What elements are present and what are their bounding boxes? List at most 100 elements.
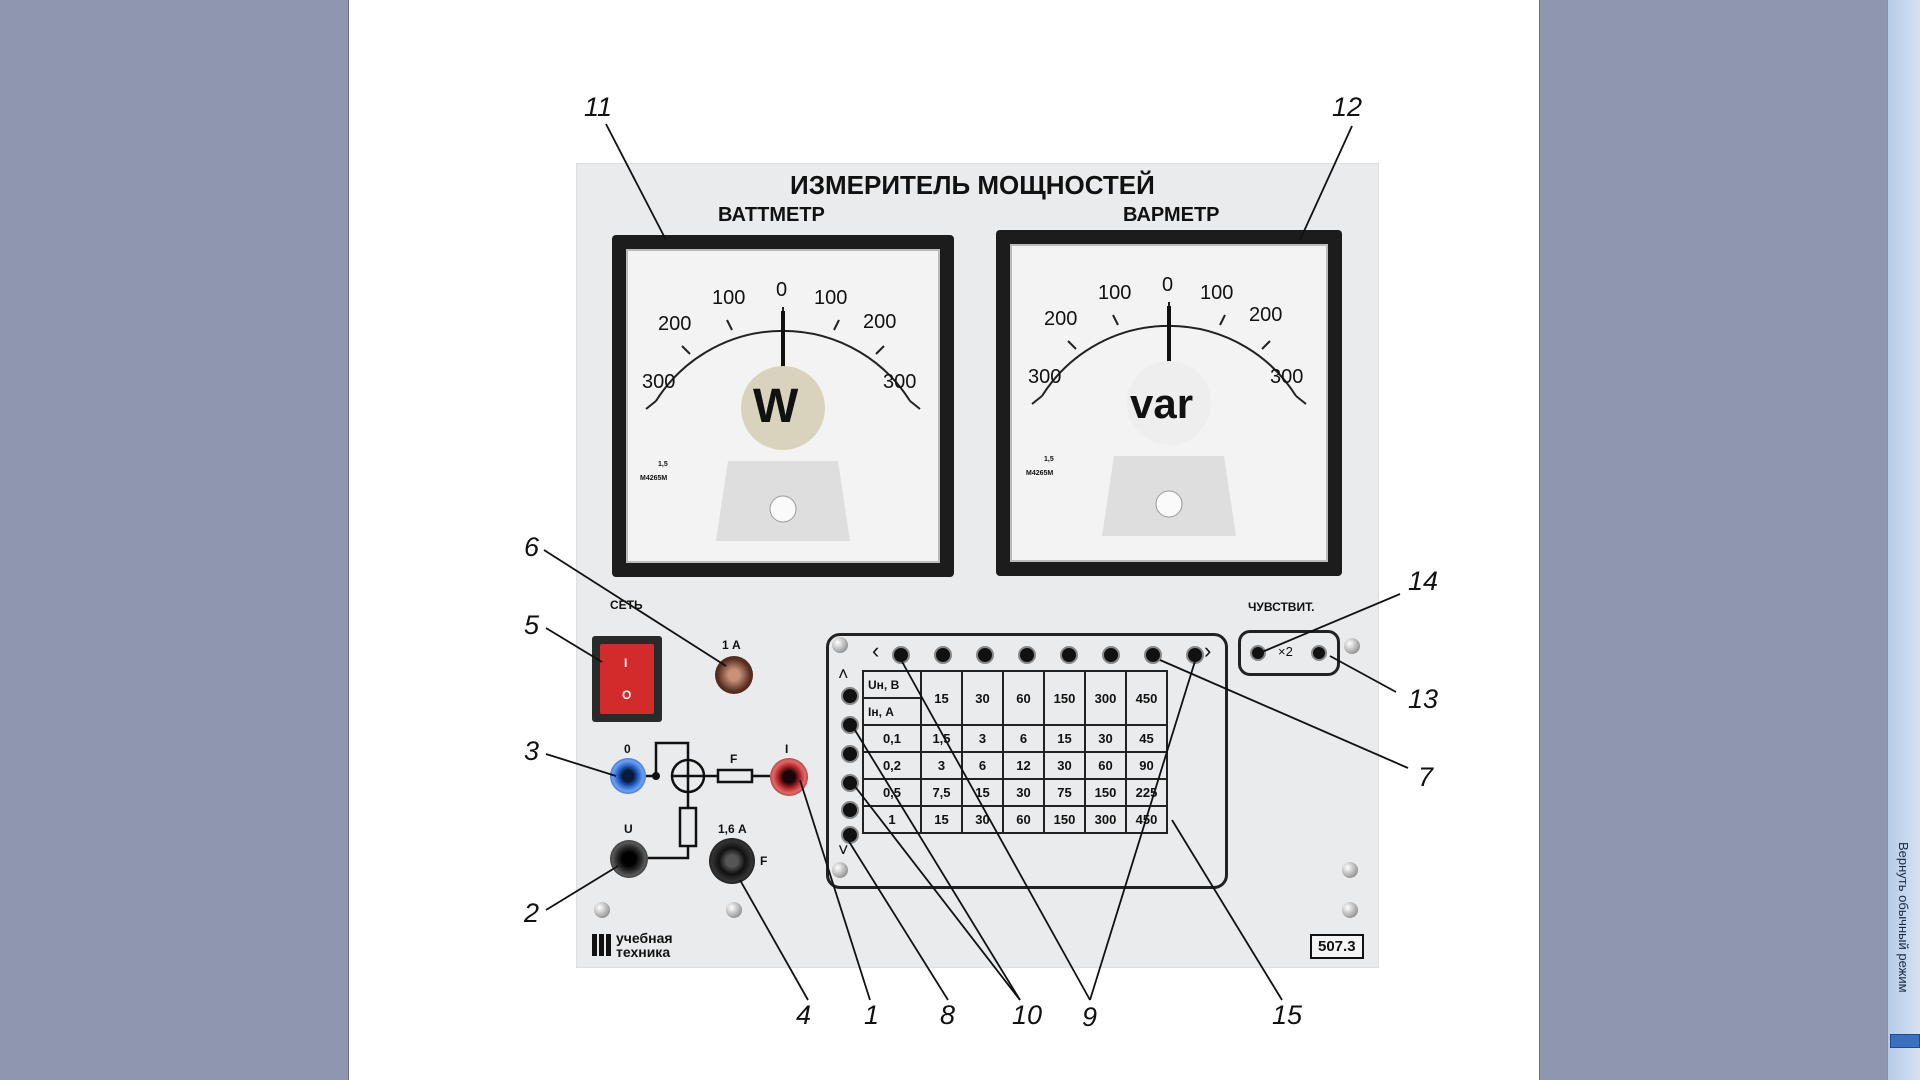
voltage-range-cell: 60 <box>1002 670 1045 726</box>
voltage-socket[interactable] <box>934 646 952 664</box>
current-range-cell: 0,2 <box>862 751 922 780</box>
varmeter-label: ВАРМЕТР <box>1123 204 1220 226</box>
power-range-cell: 15 <box>1043 724 1086 753</box>
brand-logo <box>592 934 612 956</box>
callout-11: 11 <box>584 92 613 122</box>
varmeter-scale-label: 0 <box>1162 274 1174 296</box>
wattmeter-scale <box>645 307 921 541</box>
range-table-header-voltage: Uн, В <box>862 670 922 699</box>
varmeter-scale-label: 200 <box>1249 304 1283 326</box>
callout-2: 2 <box>524 898 540 928</box>
scroll-handle[interactable] <box>1890 1034 1920 1048</box>
callout-7: 7 <box>1418 762 1434 792</box>
voltage-socket[interactable] <box>1186 646 1204 664</box>
callout-4: 4 <box>796 1000 812 1030</box>
wattmeter-scale-label: 300 <box>642 371 676 393</box>
wattmeter-scale-label: 200 <box>658 313 692 335</box>
terminal-u-black-jack[interactable] <box>610 840 648 878</box>
voltage-range-cell: 450 <box>1125 670 1168 726</box>
voltage-range-cell: 15 <box>920 670 963 726</box>
wattmeter-scale-label: 200 <box>863 311 897 333</box>
power-range-cell: 450 <box>1125 805 1168 834</box>
terminal-i-label: I <box>785 742 789 756</box>
callout-14: 14 <box>1408 566 1439 596</box>
fuse-1-label: 1 А <box>722 638 741 652</box>
callout-15: 15 <box>1272 1000 1303 1030</box>
wattmeter: W 300 200 100 0 100 200 300 M4265M 1,5 <box>612 235 954 577</box>
right-margin-area <box>1540 0 1887 1080</box>
sensitivity-socket-right[interactable] <box>1311 645 1327 661</box>
power-range-cell: 30 <box>1084 724 1127 753</box>
sensitivity-label: ЧУВСТВИТ. <box>1248 600 1315 614</box>
current-socket[interactable] <box>841 774 859 792</box>
panel-screw <box>726 902 742 918</box>
wattmeter-scale-label: 300 <box>883 371 917 393</box>
chevron-left-icon: ‹ <box>872 638 880 663</box>
callout-1: 1 <box>864 1000 880 1030</box>
sensitivity-block: ×2 <box>1238 630 1340 676</box>
range-table-header-current: Iн, А <box>862 697 922 726</box>
panel-title: ИЗМЕРИТЕЛЬ МОЩНОСТЕЙ <box>790 170 1155 200</box>
sensitivity-socket-left[interactable] <box>1250 645 1266 661</box>
power-range-cell: 15 <box>961 778 1004 807</box>
power-range-cell: 150 <box>1084 778 1127 807</box>
power-range-cell: 6 <box>961 751 1004 780</box>
fuse-1a[interactable] <box>715 656 753 694</box>
current-range-cell: 1 <box>862 805 922 834</box>
voltage-socket[interactable] <box>892 646 910 664</box>
power-range-cell: 1,5 <box>920 724 963 753</box>
fuse-1-6a[interactable] <box>709 838 755 884</box>
power-range-cell: 45 <box>1125 724 1168 753</box>
voltage-socket[interactable] <box>1102 646 1120 664</box>
power-range-cell: 30 <box>1002 778 1045 807</box>
varmeter-unit: var <box>1130 380 1194 427</box>
switch-off-mark: O <box>622 688 632 702</box>
power-range-cell: 7,5 <box>920 778 963 807</box>
power-range-cell: 90 <box>1125 751 1168 780</box>
wattmeter-face: W 300 200 100 0 100 200 300 M4265M 1,5 <box>626 249 940 563</box>
varmeter: var 300 200 100 0 100 200 300 M4265M 1,5 <box>996 230 1342 576</box>
chevron-down-icon: ˅ <box>838 840 849 860</box>
panel-screw <box>1344 638 1360 654</box>
range-table: Uн, В 15 30 60 150 300 450 Iн, А 0,1 1,5… <box>862 670 1168 834</box>
brand-name-line2: техника <box>616 944 671 960</box>
voltage-socket[interactable] <box>1144 646 1162 664</box>
voltage-socket[interactable] <box>976 646 994 664</box>
power-range-cell: 15 <box>920 805 963 834</box>
brand-name-line1: учебная <box>616 930 673 946</box>
current-socket[interactable] <box>841 745 859 763</box>
terminal-i-red-jack[interactable] <box>770 758 808 796</box>
voltage-socket[interactable] <box>1018 646 1036 664</box>
voltage-range-cell: 30 <box>961 670 1004 726</box>
chevron-right-icon: › <box>1204 638 1212 663</box>
circuit-fuse-label: F <box>730 752 738 766</box>
wattmeter-class-mark: 1,5 <box>658 461 668 468</box>
power-switch[interactable]: I O <box>592 636 662 722</box>
chevron-up-icon: ˄ <box>838 664 849 684</box>
panel-screw <box>1342 902 1358 918</box>
callout-6: 6 <box>524 532 540 562</box>
network-label: СЕТЬ <box>610 598 643 612</box>
x2-label: ×2 <box>1278 644 1293 659</box>
wattmeter-unit: W <box>753 380 799 433</box>
callout-9: 9 <box>1082 1002 1098 1032</box>
restore-normal-mode-button[interactable]: Вернуть обычный режим <box>1896 842 1911 993</box>
model-number: 507.3 <box>1310 934 1364 959</box>
power-range-cell: 12 <box>1002 751 1045 780</box>
current-socket[interactable] <box>841 716 859 734</box>
current-socket[interactable] <box>841 801 859 819</box>
power-range-cell: 150 <box>1043 805 1086 834</box>
varmeter-maker-mark: M4265M <box>1026 470 1054 477</box>
power-range-cell: 300 <box>1084 805 1127 834</box>
terminal-0-blue-jack[interactable] <box>610 758 646 794</box>
fuse-2-letter: F <box>760 854 768 868</box>
switch-on-mark: I <box>624 656 628 670</box>
voltage-range-cell: 300 <box>1084 670 1127 726</box>
current-socket[interactable] <box>841 687 859 705</box>
voltage-socket[interactable] <box>1060 646 1078 664</box>
varmeter-class-mark: 1,5 <box>1044 456 1054 463</box>
power-range-cell: 3 <box>961 724 1004 753</box>
varmeter-scale-label: 300 <box>1028 366 1062 388</box>
side-toolbar[interactable]: Вернуть обычный режим <box>1887 0 1920 1080</box>
voltage-range-cell: 150 <box>1043 670 1086 726</box>
